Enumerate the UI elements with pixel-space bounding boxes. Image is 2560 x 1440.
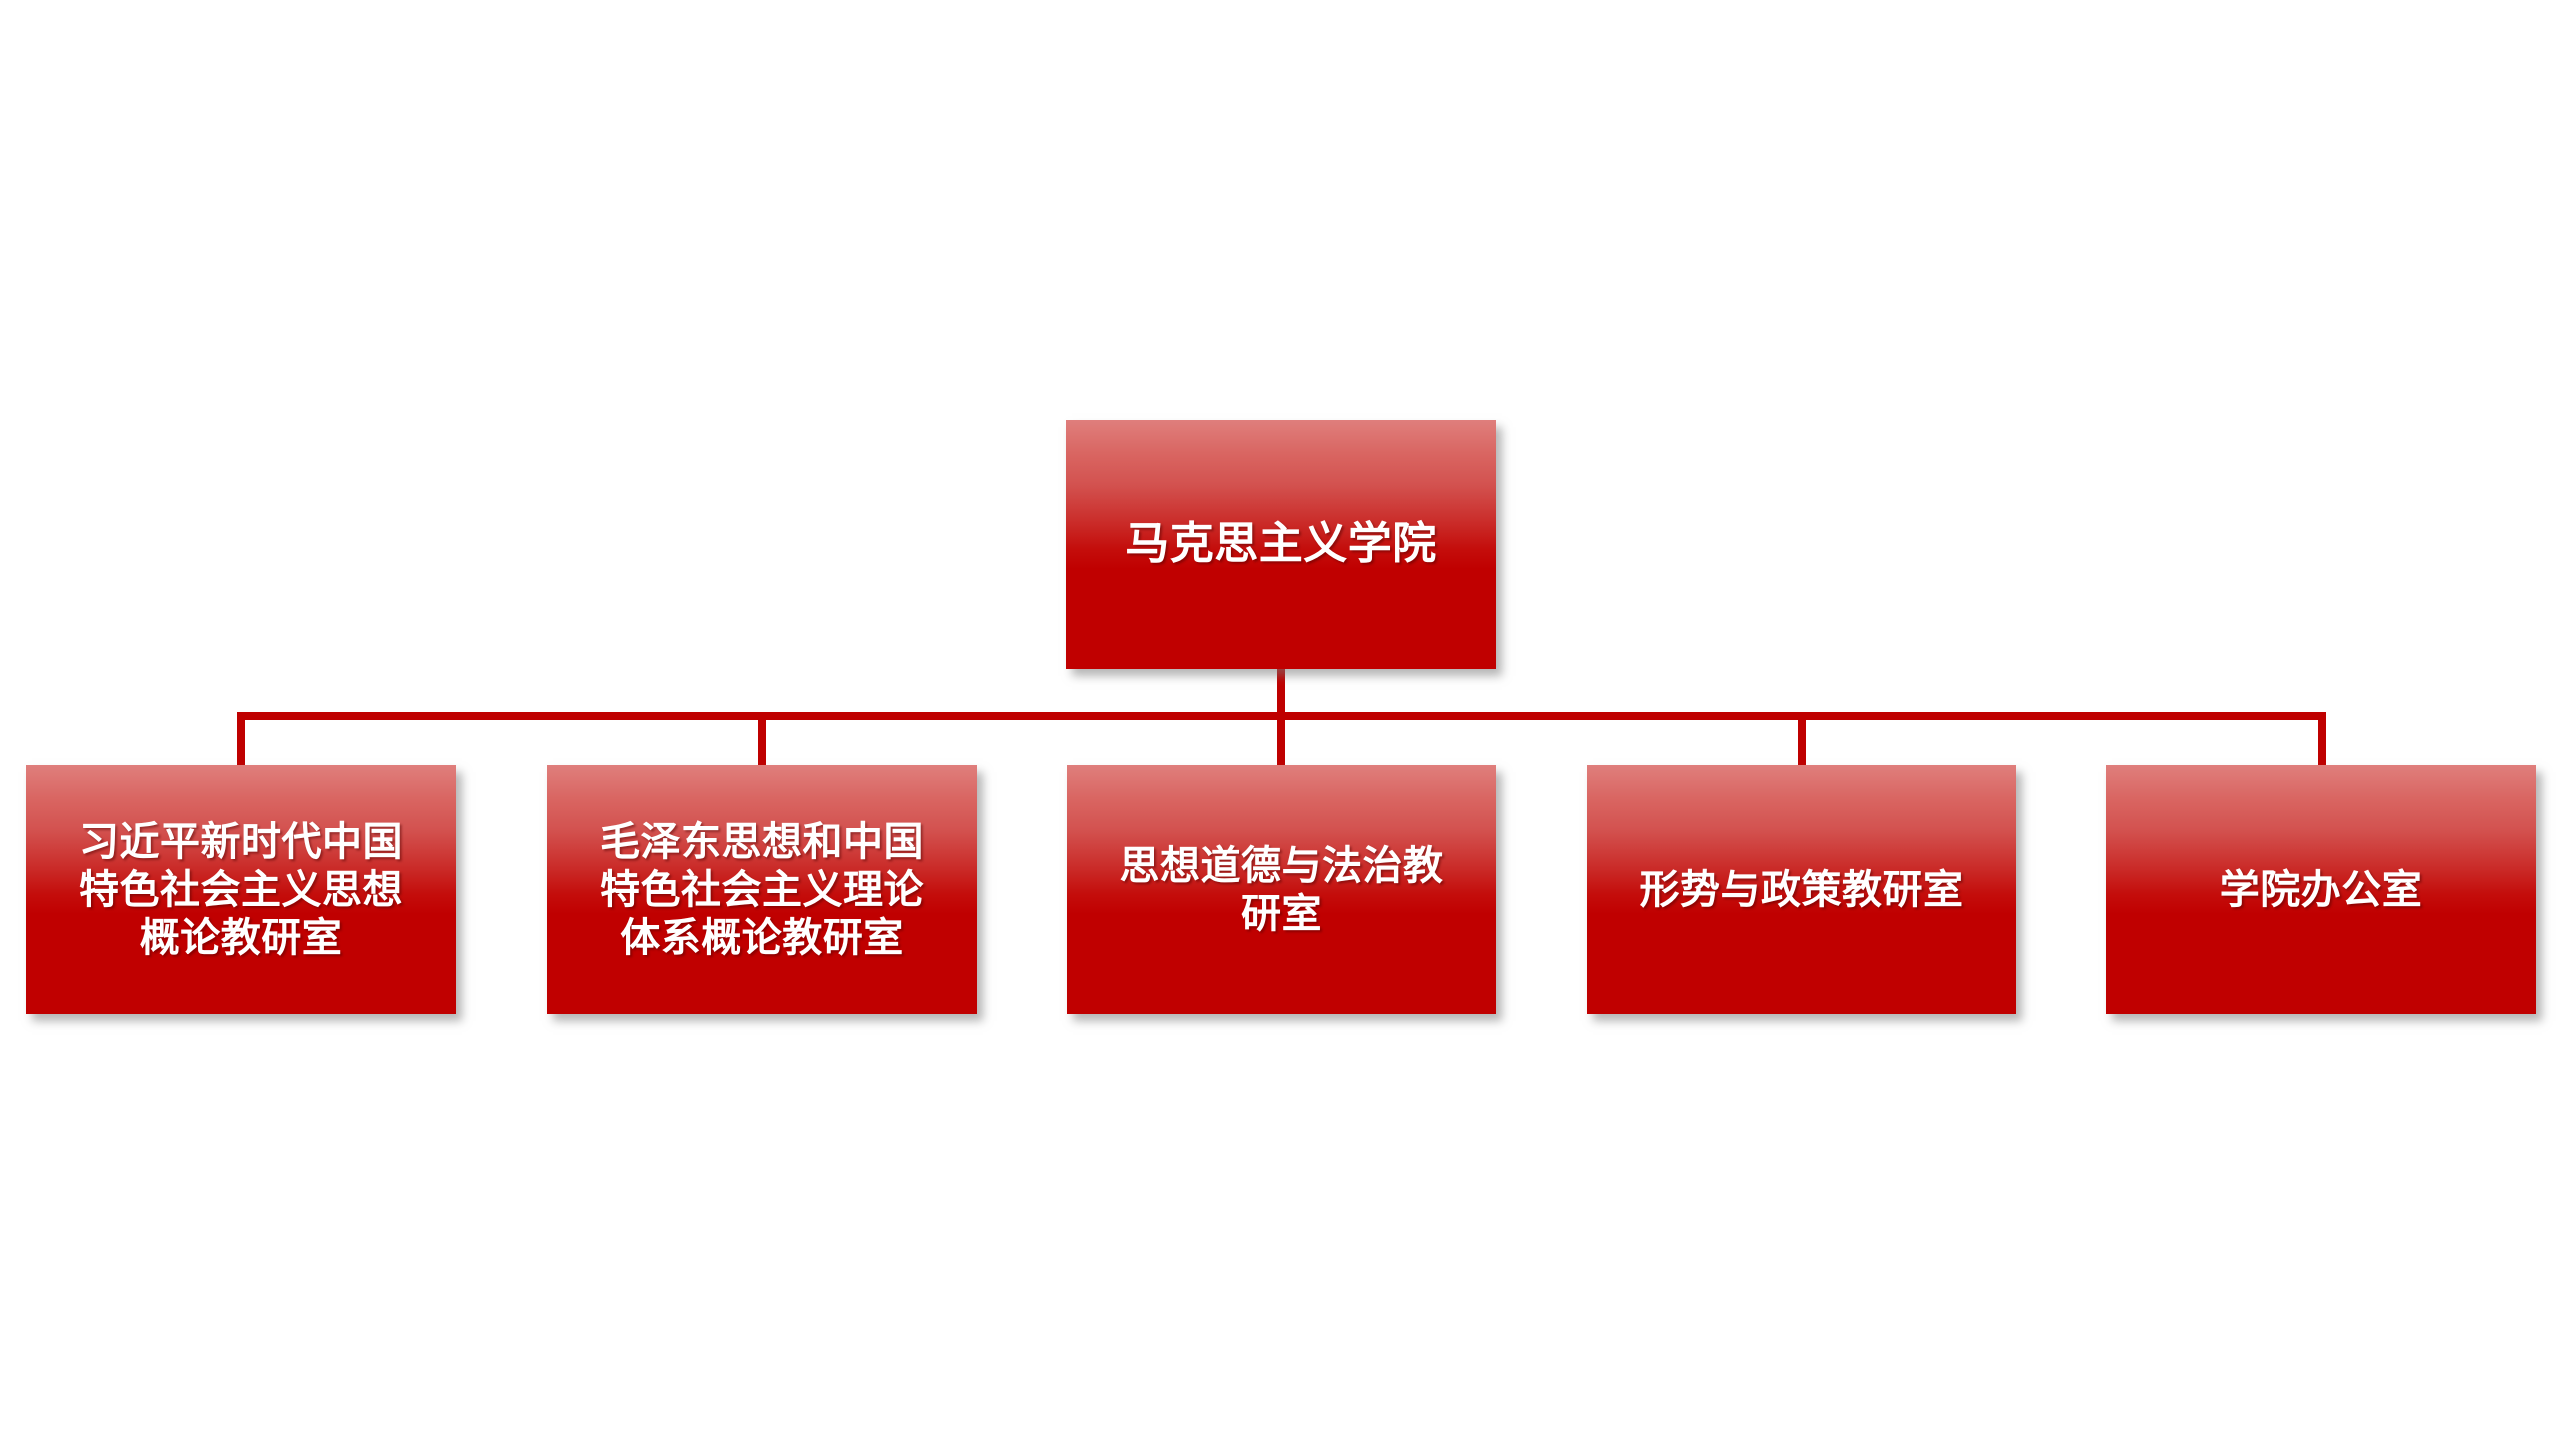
org-node-root[interactable]: 马克思主义学院 <box>1066 420 1496 669</box>
org-node-child-1-label: 习近平新时代中国 特色社会主义思想 概论教研室 <box>79 819 403 960</box>
org-node-root-label: 马克思主义学院 <box>1125 519 1437 569</box>
org-node-child-3[interactable]: 思想道德与法治教 研室 <box>1067 765 1496 1014</box>
connector-drop-child-2 <box>758 712 766 765</box>
org-node-child-2[interactable]: 毛泽东思想和中国 特色社会主义理论 体系概论教研室 <box>547 765 977 1014</box>
org-node-child-5-label: 学院办公室 <box>2219 867 2423 912</box>
connector-horizontal-bus <box>237 712 2326 720</box>
org-node-child-2-label: 毛泽东思想和中国 特色社会主义理论 体系概论教研室 <box>600 819 924 960</box>
connector-drop-child-4 <box>1798 712 1806 765</box>
connector-drop-child-1 <box>237 712 245 765</box>
org-node-child-4-label: 形势与政策教研室 <box>1639 867 1964 912</box>
org-node-child-3-label: 思想道德与法治教 研室 <box>1119 843 1444 936</box>
org-node-child-4[interactable]: 形势与政策教研室 <box>1587 765 2016 1014</box>
org-node-child-5[interactable]: 学院办公室 <box>2106 765 2536 1014</box>
org-node-child-1[interactable]: 习近平新时代中国 特色社会主义思想 概论教研室 <box>26 765 456 1014</box>
connector-drop-child-5 <box>2318 712 2326 765</box>
